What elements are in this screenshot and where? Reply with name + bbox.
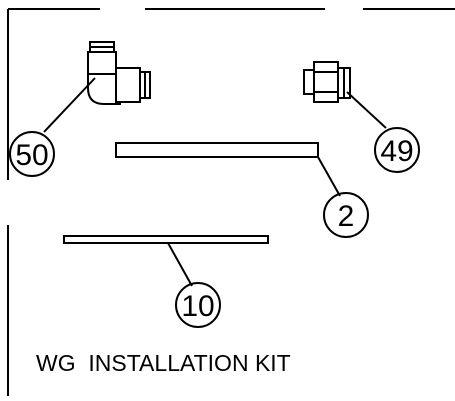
straight-connector-part bbox=[303, 61, 351, 103]
callout-label-10: 10 bbox=[181, 290, 214, 323]
callout-circle bbox=[374, 127, 420, 173]
upper-tube-part bbox=[115, 142, 319, 158]
diagram-title: WG INSTALLATION KIT bbox=[36, 350, 291, 376]
callout-10: 10 bbox=[175, 282, 221, 328]
leader-line-49 bbox=[346, 91, 387, 129]
callout-2: 2 bbox=[323, 192, 369, 238]
leader-lines bbox=[43, 77, 387, 287]
callout-circle bbox=[9, 131, 55, 177]
callout-49: 49 bbox=[374, 127, 420, 173]
callout-50: 50 bbox=[9, 131, 55, 177]
leader-line-2 bbox=[317, 156, 341, 197]
callout-circle bbox=[323, 192, 369, 238]
callout-label-2: 2 bbox=[338, 200, 355, 233]
callout-label-49: 49 bbox=[380, 135, 413, 168]
callout-label-50: 50 bbox=[15, 139, 48, 172]
frame-border bbox=[7, 8, 455, 396]
leader-line-50 bbox=[43, 77, 96, 133]
elbow-fitting-part bbox=[87, 41, 151, 105]
lower-tube-part bbox=[63, 235, 269, 244]
callout-circle bbox=[175, 282, 221, 328]
leader-line-10 bbox=[167, 242, 193, 287]
